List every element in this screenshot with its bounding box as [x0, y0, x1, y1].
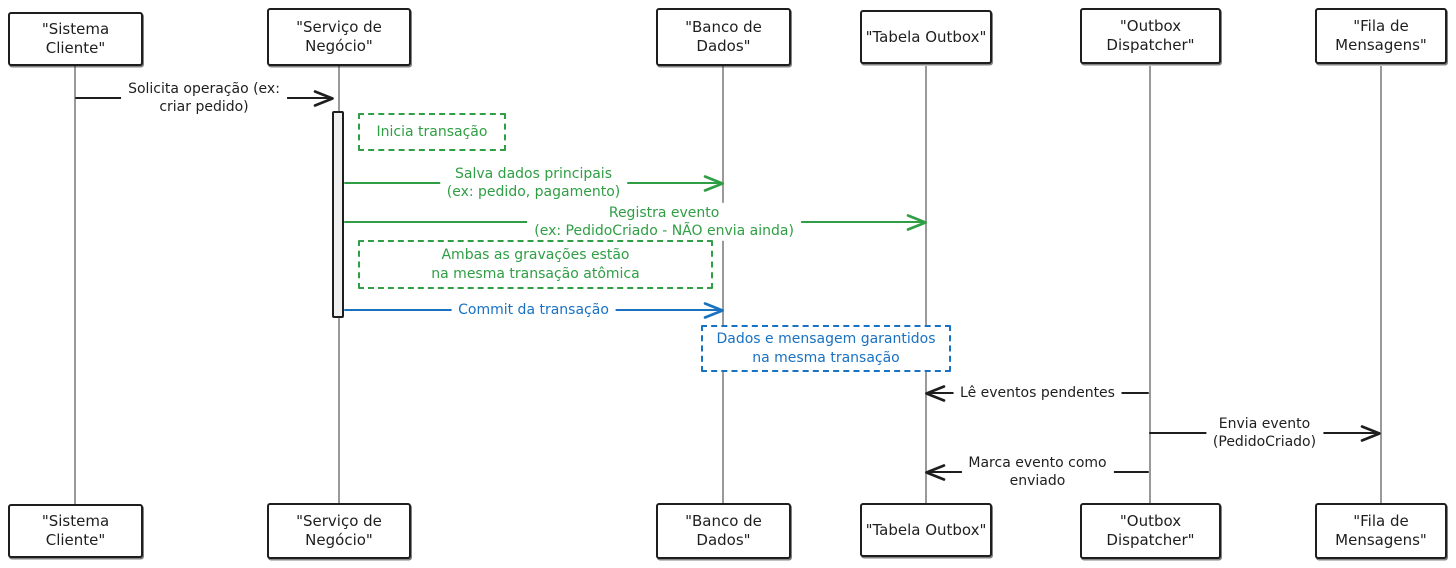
participant-label: "Serviço de Negócio"	[296, 18, 382, 55]
participant-label: "Sistema Cliente"	[41, 512, 110, 549]
arrowhead-right-icon	[906, 213, 927, 231]
participant-tabela-outbox-bottom: "Tabela Outbox"	[860, 503, 992, 557]
participant-label: "Fila de Mensagens"	[1335, 512, 1427, 549]
participant-tabela-outbox-top: "Tabela Outbox"	[860, 10, 992, 64]
note-label: Ambas as gravações estão na mesma transa…	[431, 246, 640, 282]
participant-outbox-dispatcher-top: "Outbox Dispatcher"	[1080, 8, 1221, 64]
arrowhead-right-icon	[703, 174, 724, 192]
participant-label: "Banco de Dados"	[685, 18, 762, 55]
lifeline-banco-dados	[722, 66, 724, 505]
participant-servico-negocio-top: "Serviço de Negócio"	[267, 8, 411, 66]
activation-bar-servico-negocio	[332, 111, 344, 318]
participant-label: "Tabela Outbox"	[865, 520, 987, 539]
participant-sistema-cliente-bottom: "Sistema Cliente"	[8, 504, 143, 558]
arrowhead-right-icon	[703, 301, 724, 319]
note-inicia-transacao: Inicia transação	[358, 113, 506, 151]
participant-label: "Serviço de Negócio"	[296, 512, 382, 549]
arrowhead-right-icon	[1360, 424, 1381, 442]
participant-fila-mensagens-top: "Fila de Mensagens"	[1315, 8, 1447, 64]
message-label: Registra evento (ex: PedidoCriado - NÃO …	[527, 202, 801, 242]
participant-label: "Outbox Dispatcher"	[1106, 17, 1195, 54]
arrowhead-left-icon	[925, 384, 946, 402]
participant-banco-dados-top: "Banco de Dados"	[656, 8, 791, 66]
participant-sistema-cliente-top: "Sistema Cliente"	[8, 12, 143, 66]
lifeline-fila-mensagens	[1380, 66, 1382, 505]
note-label: Inicia transação	[376, 123, 488, 140]
arrowhead-right-icon	[313, 89, 334, 107]
message-label: Marca evento como enviado	[961, 452, 1114, 492]
note-garantidos-mesma-transacao: Dados e mensagem garantidos na mesma tra…	[701, 325, 951, 372]
message-label: Solicita operação (ex: criar pedido)	[121, 78, 287, 118]
participant-fila-mensagens-bottom: "Fila de Mensagens"	[1315, 503, 1447, 559]
note-label: Dados e mensagem garantidos na mesma tra…	[716, 330, 936, 366]
participant-label: "Outbox Dispatcher"	[1106, 512, 1195, 549]
message-label: Commit da transação	[451, 299, 616, 321]
participant-label: "Fila de Mensagens"	[1335, 17, 1427, 54]
participant-outbox-dispatcher-bottom: "Outbox Dispatcher"	[1080, 503, 1221, 559]
message-label: Salva dados principais (ex: pedido, paga…	[439, 163, 628, 203]
arrowhead-left-icon	[925, 463, 946, 481]
participant-servico-negocio-bottom: "Serviço de Negócio"	[267, 503, 411, 559]
note-mesma-transacao-atomica: Ambas as gravações estão na mesma transa…	[358, 240, 713, 289]
message-label: Envia evento (PedidoCriado)	[1205, 413, 1324, 453]
message-label: Lê eventos pendentes	[953, 382, 1122, 404]
participant-label: "Sistema Cliente"	[41, 20, 110, 57]
lifeline-sistema-cliente	[74, 66, 76, 505]
participant-banco-dados-bottom: "Banco de Dados"	[656, 503, 791, 559]
lifeline-outbox-dispatcher	[1149, 66, 1151, 505]
participant-label: "Tabela Outbox"	[865, 27, 987, 46]
lifeline-tabela-outbox	[925, 66, 927, 505]
participant-label: "Banco de Dados"	[685, 512, 762, 549]
